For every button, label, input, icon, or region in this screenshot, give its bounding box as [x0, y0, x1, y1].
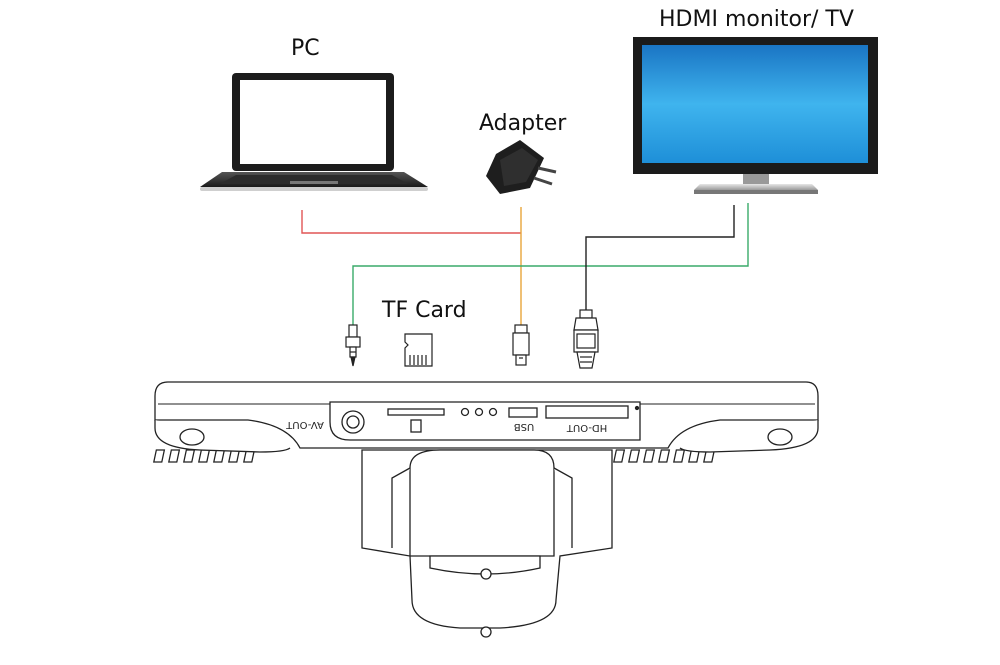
usb-port — [508, 407, 538, 418]
tv-monitor-icon — [633, 37, 878, 194]
led-indicator — [474, 407, 484, 417]
tf-card-slot — [387, 408, 445, 416]
hdmi-cable — [585, 205, 735, 310]
av-out-label: AV-OUT — [285, 419, 324, 430]
cables — [301, 203, 749, 325]
usb-label: USB — [514, 421, 535, 432]
screw-icon — [480, 626, 492, 638]
dashcam-device — [153, 381, 819, 638]
hdmi-plug-icon — [573, 309, 599, 369]
left-button — [179, 428, 205, 446]
tf-card-icon — [404, 333, 433, 367]
av-cable — [352, 203, 749, 325]
adapter-label: Adapter — [479, 111, 567, 136]
right-grip-fins — [613, 449, 716, 463]
av-plug-icon — [345, 324, 361, 367]
pc-label: PC — [291, 36, 320, 61]
usb-plug-icon — [512, 324, 530, 366]
laptop-icon — [200, 73, 428, 191]
power-adapter-icon — [486, 140, 557, 194]
screw-icon — [480, 568, 492, 580]
right-button — [767, 428, 793, 446]
monitor-label: HDMI monitor/ TV — [659, 7, 854, 32]
hd-out-port — [545, 405, 629, 419]
hd-out-label: HD-OUT — [566, 422, 607, 433]
tf-card-label: TF Card — [382, 298, 467, 323]
left-grip-fins — [153, 449, 256, 463]
led-indicator — [488, 407, 498, 417]
tf-slot-icon — [410, 419, 422, 433]
pc-cable — [301, 210, 521, 234]
led-indicator — [460, 407, 470, 417]
